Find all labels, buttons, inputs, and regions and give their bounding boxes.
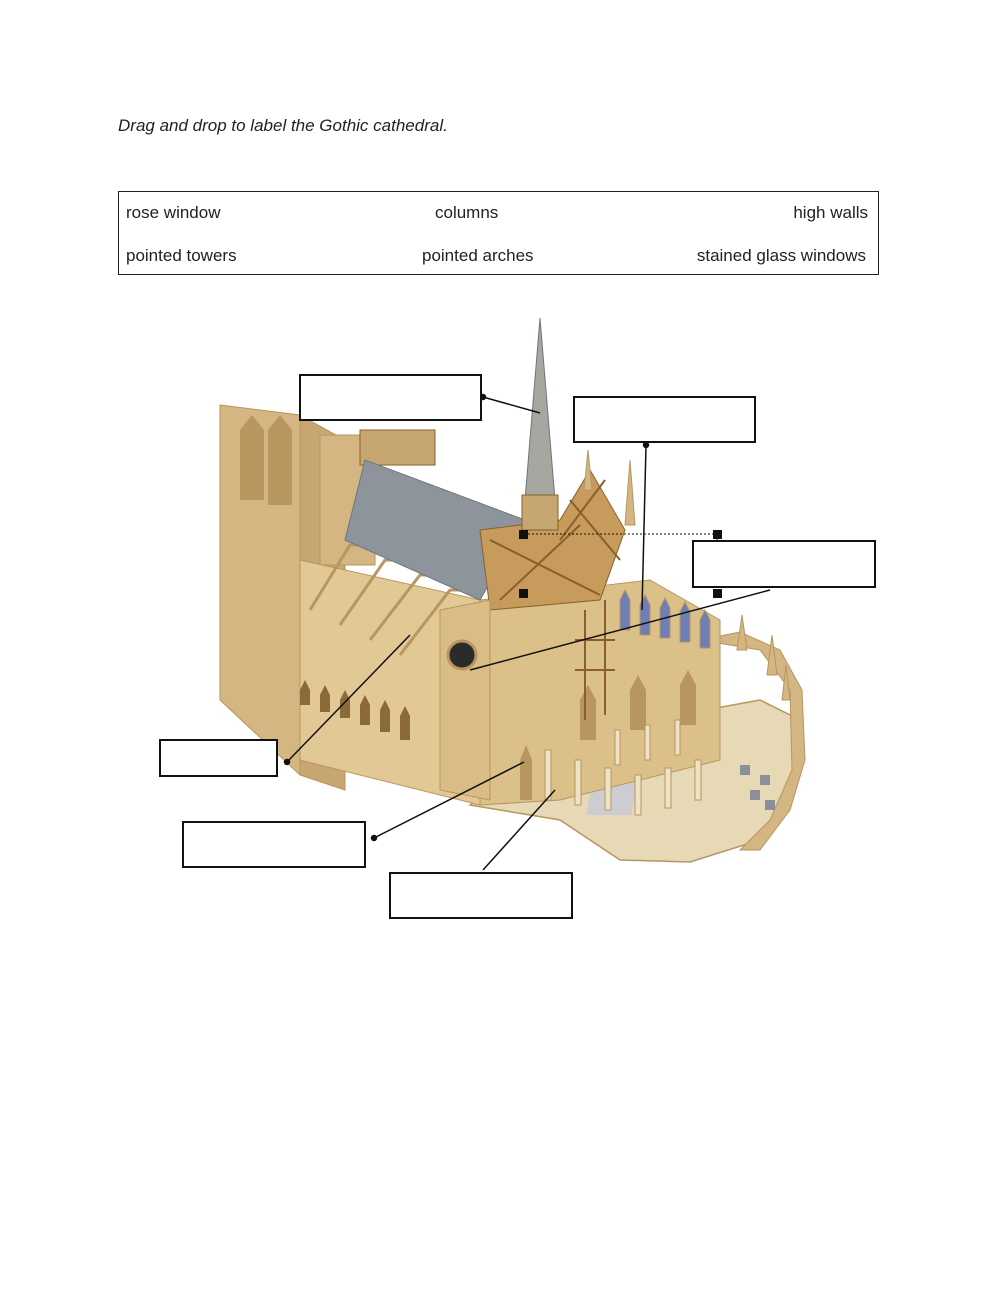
instructions-text: Drag and drop to label the Gothic cathed…: [118, 116, 448, 135]
transept-wall: [439, 599, 491, 801]
leader-lines: [283, 393, 771, 871]
pinnacles: [583, 449, 791, 701]
label-drop-zone[interactable]: [389, 872, 573, 919]
west-tower-arches: [240, 415, 292, 505]
spire: [524, 317, 556, 501]
word-pointed-towers[interactable]: pointed towers: [126, 246, 237, 265]
label-drop-zone[interactable]: [573, 396, 756, 443]
crane-scaffold: [359, 429, 436, 466]
spire-base: [521, 494, 559, 531]
scaffold: [575, 600, 615, 720]
apse-wall: [699, 631, 806, 851]
roof-timber-lattice: [489, 479, 621, 601]
columns: [544, 719, 702, 816]
transept-rose-window: [446, 639, 478, 671]
label-drop-zone[interactable]: [299, 374, 482, 421]
word-stained-glass-windows[interactable]: stained glass windows: [696, 246, 866, 265]
word-high-walls[interactable]: high walls: [793, 203, 868, 222]
nave-roof: [344, 459, 526, 601]
word-rose-window[interactable]: rose window: [126, 203, 221, 222]
label-drop-zone[interactable]: [692, 540, 876, 588]
label-drop-zone[interactable]: [159, 739, 278, 777]
word-bank: rose window columns high walls pointed t…: [118, 191, 879, 275]
word-columns[interactable]: columns: [435, 203, 499, 222]
word-pointed-arches[interactable]: pointed arches: [422, 246, 534, 265]
nave-arcade: [300, 680, 410, 740]
label-drop-zone[interactable]: [182, 821, 366, 868]
